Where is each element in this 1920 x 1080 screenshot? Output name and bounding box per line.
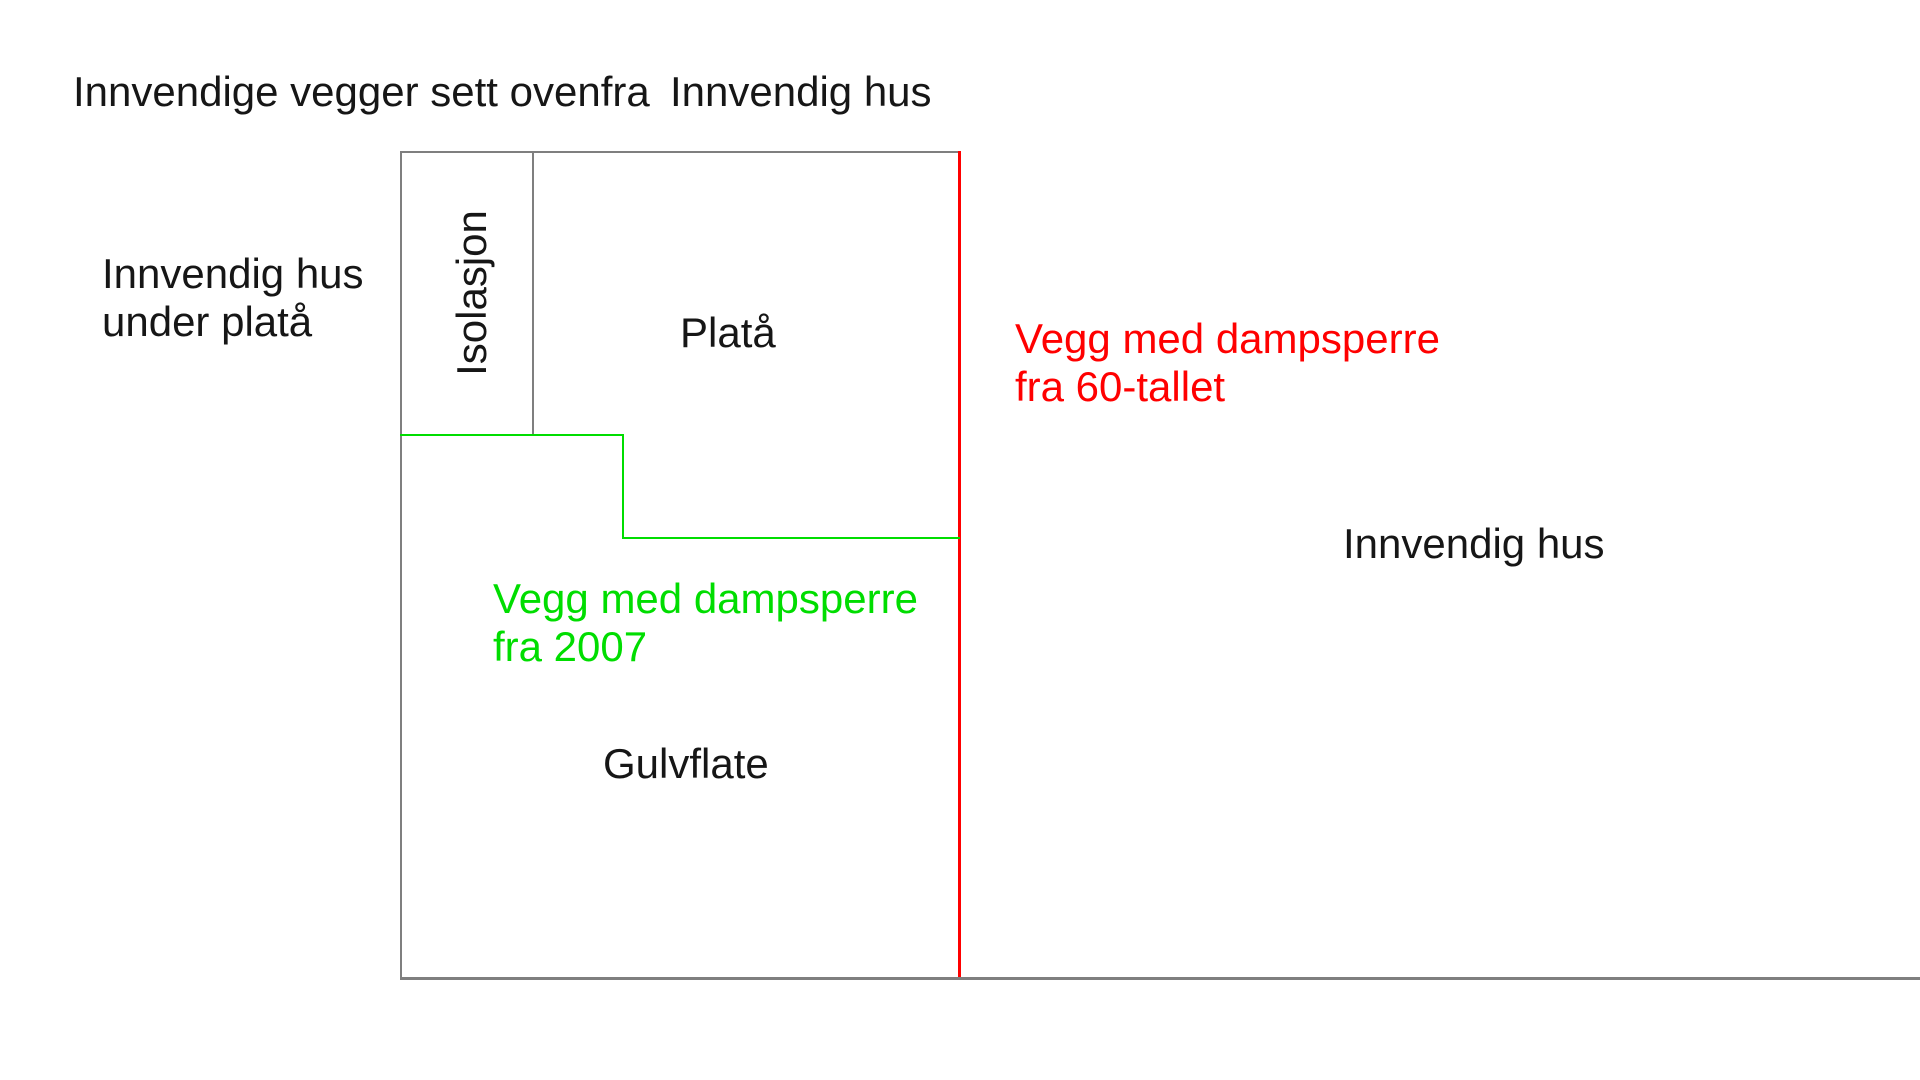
- label-innvendig-hus-under-plata-line1: Innvendig hus: [102, 250, 364, 297]
- label-vegg-dampsperre-2007-line1: Vegg med dampsperre: [493, 575, 918, 622]
- wall-left-line: [400, 151, 402, 979]
- label-plata: Platå: [680, 309, 776, 356]
- floor-bottom-line: [400, 977, 1920, 980]
- label-innvendig-hus-right: Innvendig hus: [1343, 520, 1605, 567]
- vapor-barrier-2007-line-top: [400, 434, 624, 436]
- wall-top-line: [400, 151, 961, 153]
- vapor-barrier-2007-line-step: [622, 434, 624, 539]
- label-gulvflate: Gulvflate: [603, 740, 769, 787]
- label-innvendig-hus-under-plata-line2: under platå: [102, 298, 313, 345]
- label-vegg-dampsperre-60-tallet: Vegg med dampsperre fra 60-tallet: [1015, 315, 1440, 411]
- label-vegg-dampsperre-2007-line2: fra 2007: [493, 623, 648, 670]
- label-vegg-dampsperre-60-tallet-line1: Vegg med dampsperre: [1015, 315, 1440, 362]
- vapor-barrier-2007-line-bottom: [622, 537, 960, 539]
- label-innvendig-hus-top: Innvendig hus: [670, 68, 932, 115]
- label-isolasjon: Isolasjon: [448, 210, 495, 376]
- vapor-barrier-60s-wall-line: [958, 151, 961, 979]
- label-vegg-dampsperre-2007: Vegg med dampsperre fra 2007: [493, 575, 918, 671]
- label-vegg-dampsperre-60-tallet-line2: fra 60-tallet: [1015, 363, 1226, 410]
- diagram-title: Innvendige vegger sett ovenfra: [73, 68, 650, 115]
- isolasjon-divider-line: [532, 152, 534, 436]
- label-innvendig-hus-under-plata: Innvendig hus under platå: [102, 250, 364, 346]
